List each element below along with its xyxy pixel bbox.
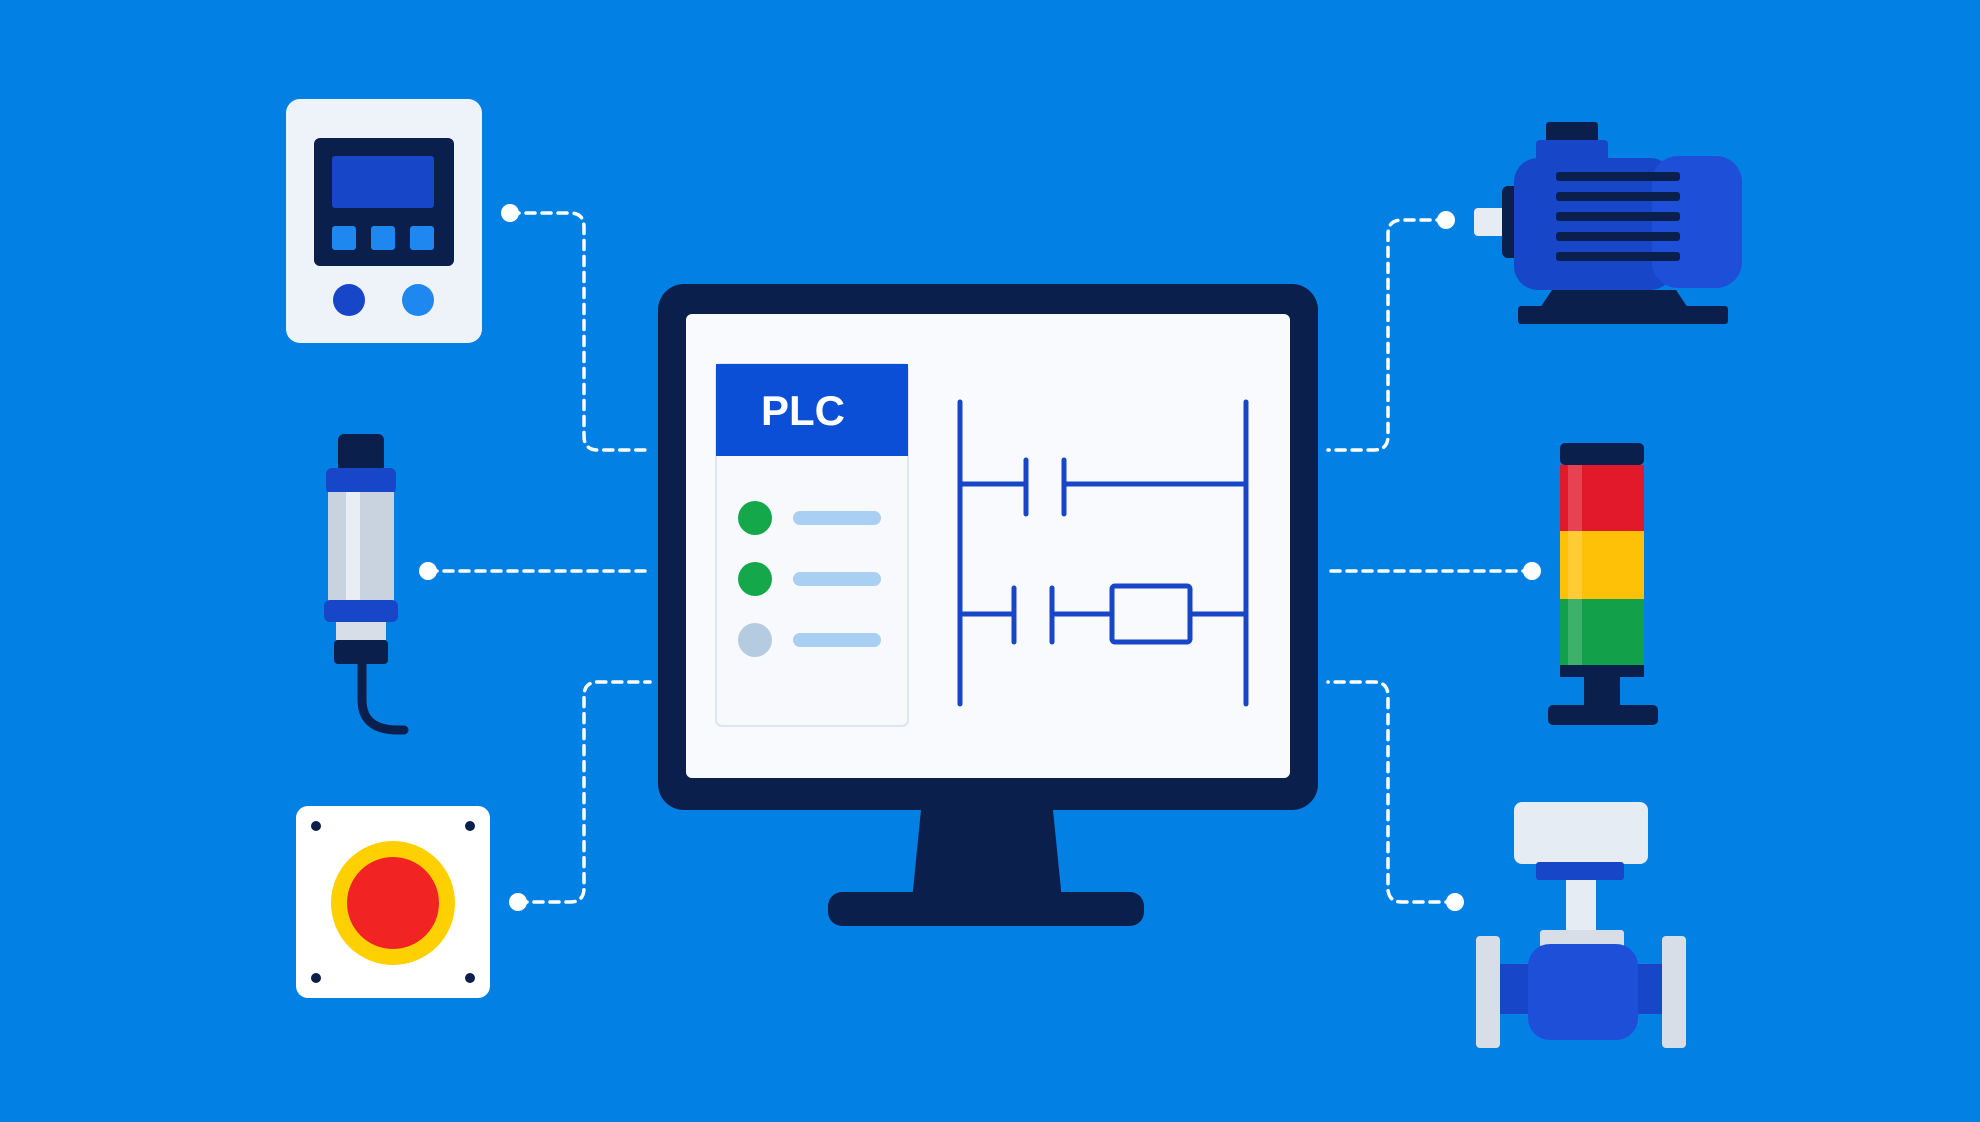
tower-base	[1548, 705, 1658, 725]
motor-lug	[1546, 122, 1598, 142]
motor-fin	[1556, 192, 1680, 201]
tower-light-red	[1560, 465, 1644, 531]
monitor-base	[828, 892, 1144, 926]
valve-flange-left	[1476, 936, 1500, 1048]
endpoint-dot	[501, 204, 519, 222]
plc-panel-header	[716, 364, 908, 456]
monitor-neck	[912, 800, 1062, 900]
status-indicator-off	[738, 623, 772, 657]
control-panel-icon	[286, 99, 482, 343]
sensor-tip	[336, 622, 386, 640]
valve-body	[1528, 944, 1638, 1040]
tower-collar	[1560, 665, 1644, 677]
endpoint-dot	[1446, 893, 1464, 911]
motor-fin	[1556, 252, 1680, 261]
plate-screw	[311, 821, 321, 831]
panel-button	[402, 284, 434, 316]
ladder-diagram	[957, 399, 1249, 707]
plc-title: PLC	[761, 387, 845, 434]
proximity-sensor-icon	[324, 434, 409, 735]
connector-push-button	[516, 680, 652, 904]
sensor-cable	[357, 659, 409, 735]
button-cap	[347, 857, 439, 949]
endpoint-dot	[509, 893, 527, 911]
endpoint-dot	[1437, 211, 1455, 229]
sensor-body	[328, 492, 394, 602]
signal-tower-icon	[1548, 443, 1658, 725]
motor-fins	[1556, 172, 1680, 261]
plate-screw	[465, 973, 475, 983]
valve-bonnet	[1540, 930, 1624, 948]
tower-cap	[1560, 443, 1644, 465]
plc-status-list	[738, 501, 881, 657]
panel-display	[332, 156, 434, 208]
valve-actuator	[1514, 802, 1648, 864]
tower-pole	[1584, 677, 1620, 707]
plc-panel: PLC	[715, 363, 909, 727]
electric-motor-icon	[1474, 122, 1742, 324]
sensor-highlight	[346, 492, 360, 602]
tower-shine	[1568, 465, 1582, 667]
valve-flange-right	[1662, 936, 1686, 1048]
motor-fin	[1556, 232, 1680, 241]
motor-fin	[1556, 212, 1680, 221]
monitor-icon: PLC	[658, 284, 1318, 926]
sensor-nut	[324, 600, 398, 622]
status-indicator-on	[738, 501, 772, 535]
status-line	[793, 633, 881, 647]
motor-base	[1518, 306, 1728, 324]
connectors	[426, 211, 1534, 904]
control-valve-icon	[1476, 802, 1686, 1048]
endpoint-dot	[419, 562, 437, 580]
plate-screw	[465, 821, 475, 831]
motor-shaft	[1474, 208, 1510, 236]
connector-motor	[1326, 218, 1448, 452]
sensor-connector	[334, 640, 388, 664]
endpoint-dot	[1523, 562, 1541, 580]
valve-stem	[1566, 880, 1596, 934]
panel-key	[371, 226, 395, 250]
status-line	[793, 511, 881, 525]
connector-valve	[1326, 680, 1457, 904]
connector-endpoints	[419, 204, 1541, 911]
motor-lug-base	[1536, 140, 1608, 162]
panel-key	[410, 226, 434, 250]
panel-button	[333, 284, 365, 316]
status-line	[793, 572, 881, 586]
tower-light-green	[1560, 599, 1644, 667]
motor-foot	[1540, 290, 1688, 308]
sensor-nut	[326, 468, 396, 494]
ladder-rung-2	[957, 583, 1249, 645]
panel-key	[332, 226, 356, 250]
push-button-icon	[296, 806, 490, 998]
valve-coupling	[1536, 862, 1624, 880]
status-indicator-on	[738, 562, 772, 596]
sensor-cap	[338, 434, 384, 472]
ladder-rung-1	[957, 457, 1249, 517]
connector-control-panel	[508, 211, 652, 452]
plate-screw	[311, 973, 321, 983]
motor-fin	[1556, 172, 1680, 181]
tower-light-yellow	[1560, 531, 1644, 599]
